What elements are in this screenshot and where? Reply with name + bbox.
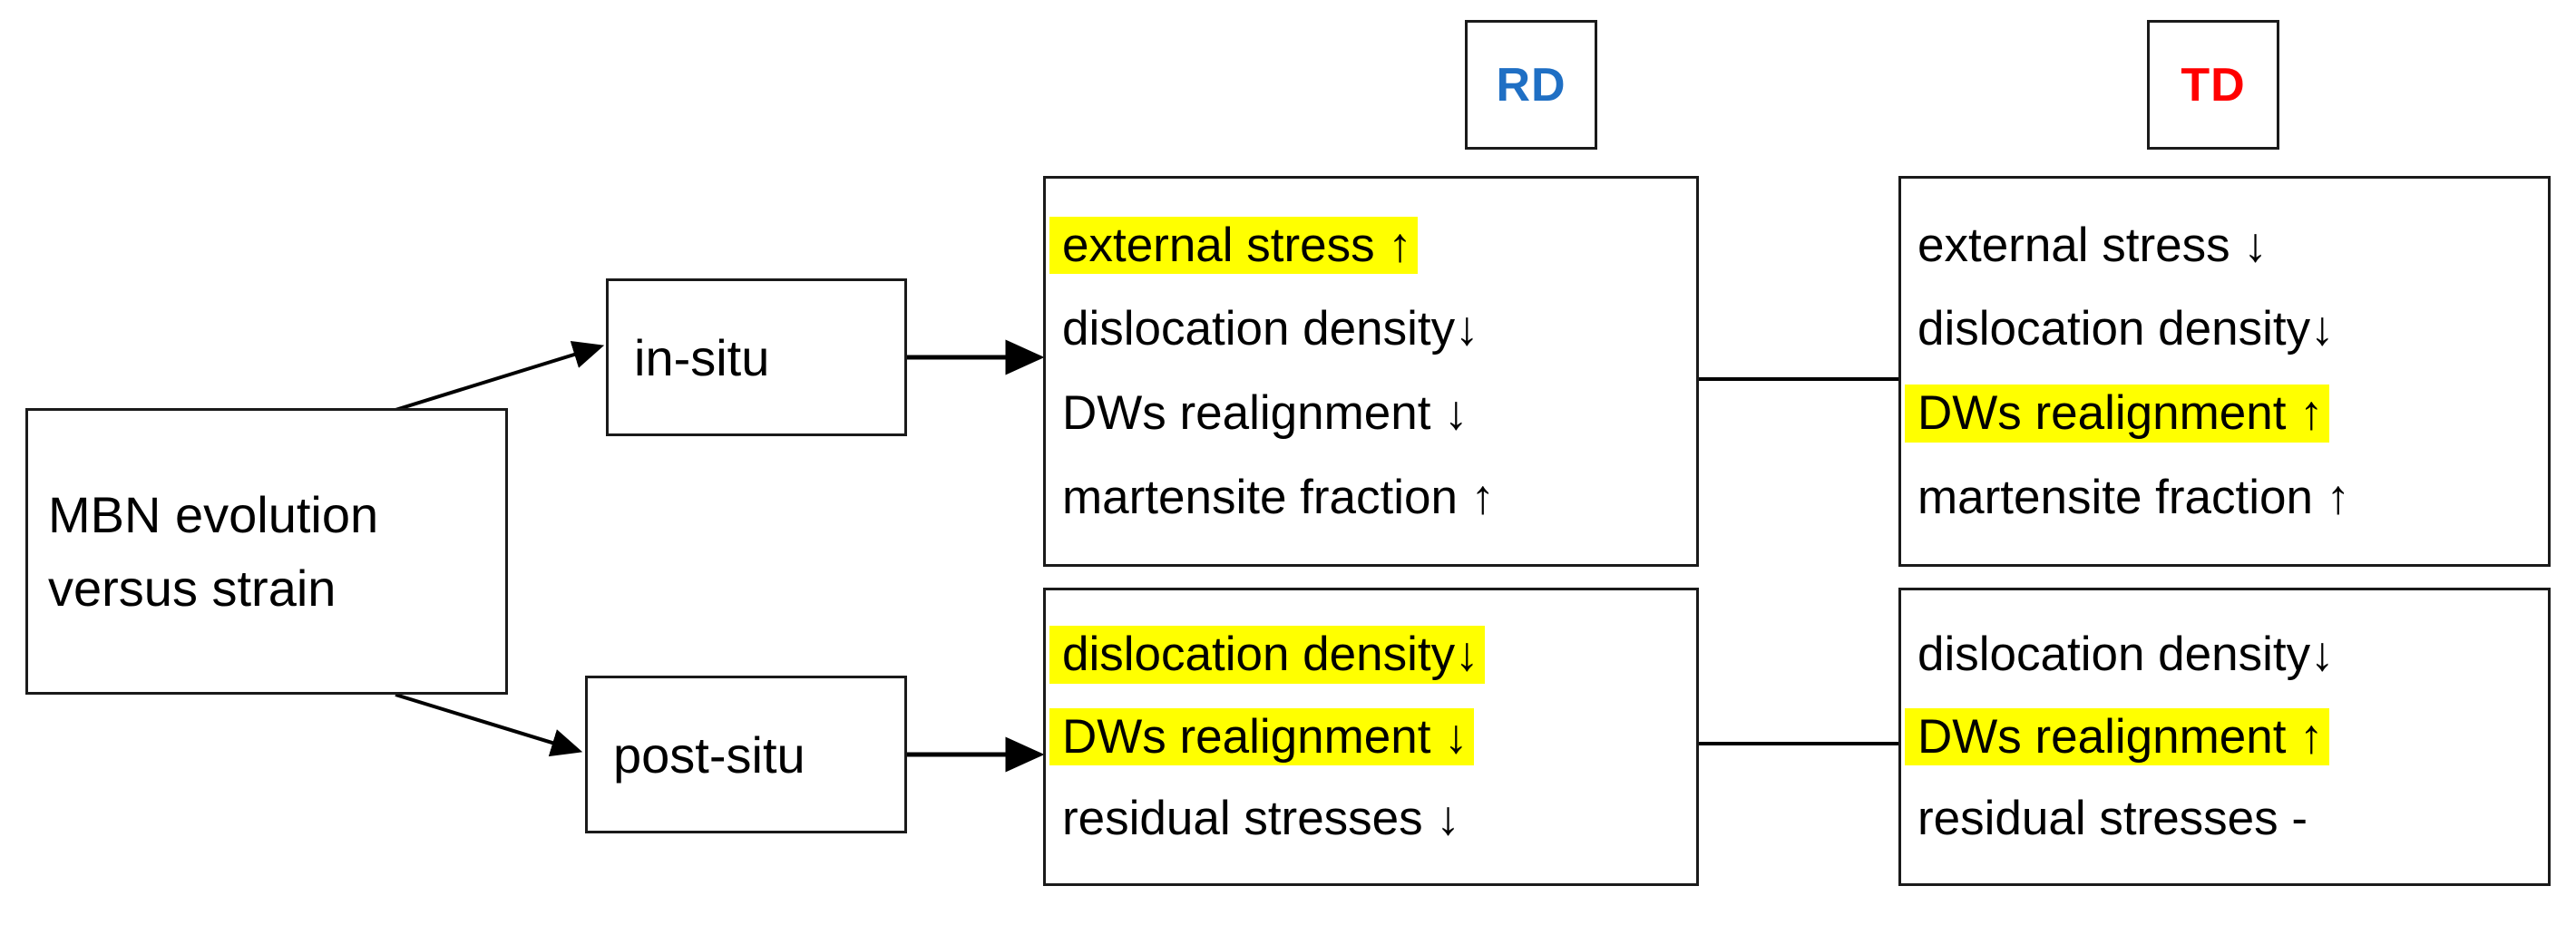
effect-line: external stress ↓: [1917, 218, 2268, 272]
source-box: MBN evolution versus strain: [25, 408, 508, 695]
direction-label-rd-text: RD: [1496, 58, 1566, 112]
effect-line: martensite fraction ↑: [1062, 471, 1496, 525]
effects-box-td-insitu: external stress ↓ dislocation density↓ DWs…: [1898, 176, 2551, 567]
effect-line: residual stresses -: [1917, 792, 2308, 846]
connector-source-to-insitu: [395, 340, 605, 412]
connector-source-to-postsitu: [395, 693, 583, 757]
effect-line: dislocation density↓: [1049, 626, 1485, 684]
effect-line: external stress ↑: [1049, 216, 1418, 274]
effects-box-td-postsitu: dislocation density↓ DWs realignment ↑ res…: [1898, 588, 2551, 886]
effect-line: dislocation density↓: [1062, 302, 1479, 356]
effect-line: DWs realignment ↓: [1062, 386, 1469, 441]
effect-line: martensite fraction ↑: [1917, 471, 2351, 525]
effect-line: residual stresses ↓: [1062, 792, 1460, 846]
effects-box-rd-insitu: external stress ↑ dislocation density↓ DWs…: [1043, 176, 1699, 567]
method-label-postsitu: post-situ: [613, 725, 805, 784]
direction-label-rd: RD: [1465, 20, 1597, 150]
effect-line: dislocation density↓: [1917, 302, 2335, 356]
effect-line: DWs realignment ↑: [1905, 385, 2329, 443]
method-box-postsitu: post-situ: [585, 676, 907, 833]
source-line-1: MBN evolution: [48, 485, 379, 543]
effects-box-rd-postsitu: dislocation density↓ DWs realignment ↓ res…: [1043, 588, 1699, 886]
effect-line: DWs realignment ↑: [1905, 707, 2329, 766]
effect-line: dislocation density↓: [1917, 628, 2335, 682]
method-box-insitu: in-situ: [606, 278, 907, 436]
direction-label-td: TD: [2147, 20, 2279, 150]
effect-line: DWs realignment ↓: [1049, 707, 1474, 766]
method-label-insitu: in-situ: [634, 328, 770, 386]
source-line-2: versus strain: [48, 560, 337, 617]
direction-label-td-text: TD: [2181, 58, 2246, 112]
